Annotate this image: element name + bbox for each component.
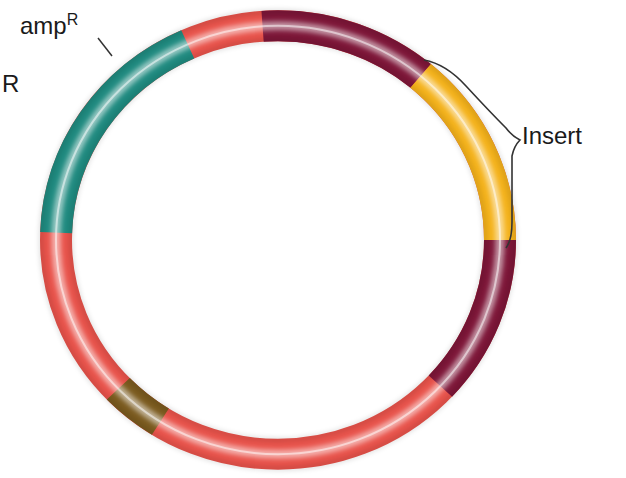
cropped-label: R — [2, 72, 19, 96]
amp-segment — [56, 26, 500, 454]
gene-superscript: R — [67, 11, 79, 28]
plasmid-ring — [41, 11, 515, 468]
gene-label-group: ampR — [20, 12, 78, 38]
insert-label: Insert — [522, 124, 582, 148]
ring-shade — [41, 11, 515, 468]
gene-label: amp — [20, 12, 67, 39]
ori-segment — [56, 26, 500, 454]
leader-line — [98, 38, 112, 56]
flank-segment — [56, 26, 500, 454]
insert-brace — [424, 60, 520, 248]
flank-segment — [56, 26, 500, 454]
ring-highlight — [56, 26, 500, 454]
ring-shade — [71, 40, 485, 440]
vector-segment — [56, 26, 500, 454]
ring-highlight — [56, 26, 500, 454]
insert-segment — [56, 26, 500, 454]
